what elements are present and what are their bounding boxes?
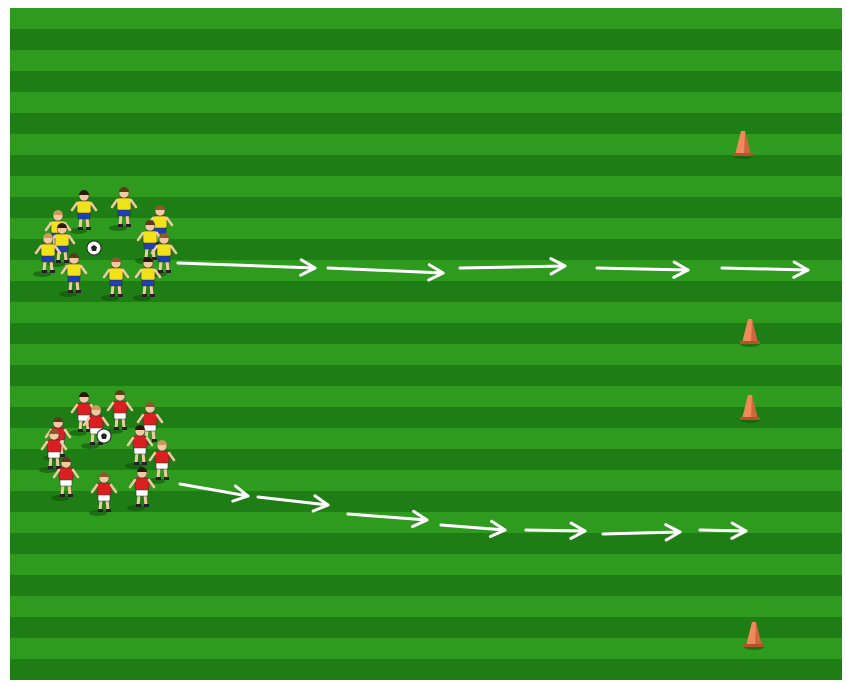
player-shoe (56, 260, 61, 263)
cone-base (744, 644, 764, 647)
player-shoe (114, 427, 119, 430)
grass-stripe (10, 596, 842, 617)
player-shirt (143, 231, 157, 243)
arrow-shaft (700, 530, 746, 531)
player-shoe (86, 227, 91, 230)
player-shirt (67, 264, 81, 276)
player-shoe (78, 227, 83, 230)
player-shirt (47, 440, 61, 452)
grass-stripe (10, 218, 842, 239)
grass-stripe (10, 344, 842, 365)
player-shoe (134, 462, 139, 465)
player-shirt (89, 416, 103, 428)
player-shirt (97, 483, 111, 495)
ball-icon (87, 241, 101, 255)
player-shoe (98, 509, 103, 512)
player-shirt (135, 478, 149, 490)
player-shirt (141, 268, 155, 280)
player-shoe (42, 270, 47, 273)
grass-stripe (10, 386, 842, 407)
player-shirt (59, 468, 73, 480)
arrow-shaft (460, 266, 565, 268)
player-shoe (76, 290, 81, 293)
player-shirt (41, 244, 55, 256)
player-shirt (55, 234, 69, 246)
player-shirt (109, 268, 123, 280)
player-shirt (113, 401, 127, 413)
arrow-shaft (597, 268, 688, 270)
player-shirt (77, 403, 91, 415)
grass-stripe (10, 260, 842, 281)
grass-stripe (10, 302, 842, 323)
player-shirt (117, 198, 131, 210)
player-shoe (164, 477, 169, 480)
grass-stripe (10, 134, 842, 155)
player-shirt (77, 201, 91, 213)
player-shoe (142, 294, 147, 297)
arrow-shaft (526, 530, 585, 531)
player-shoe (118, 224, 123, 227)
player-shirt (157, 244, 171, 256)
player-shoe (68, 290, 73, 293)
player-shirt (155, 451, 169, 463)
player-shoe (60, 454, 65, 457)
player-shoe (48, 466, 53, 469)
player-shoe (106, 509, 111, 512)
grass-stripe (10, 92, 842, 113)
player-shoe (150, 294, 155, 297)
player-shoe (126, 224, 131, 227)
grass-stripe (10, 554, 842, 575)
player-shoe (64, 260, 69, 263)
arrow-shaft (603, 532, 680, 534)
grass-stripe (10, 176, 842, 197)
grass-stripe (10, 50, 842, 71)
player-shoe (142, 462, 147, 465)
player-shirt (133, 436, 147, 448)
player-shoe (144, 504, 149, 507)
player-shoe (68, 494, 73, 497)
player-shoe (158, 270, 163, 273)
player-shoe (90, 442, 95, 445)
player-shoe (50, 270, 55, 273)
player-shoe (60, 494, 65, 497)
arrow-shaft (722, 268, 808, 270)
player-shoe (110, 294, 115, 297)
player-shoe (166, 270, 171, 273)
player-shoe (156, 477, 161, 480)
player-shoe (118, 294, 123, 297)
cone-base (733, 153, 753, 156)
player-shoe (78, 429, 83, 432)
player-shoe (152, 439, 157, 442)
grass-stripe (10, 8, 842, 29)
cone-base (740, 417, 760, 420)
grass-stripe (10, 638, 842, 659)
cone-base (740, 341, 760, 344)
ball-icon (97, 429, 111, 443)
player-shoe (136, 504, 141, 507)
player-shoe (152, 257, 157, 260)
player-shoe (122, 427, 127, 430)
player-shirt (143, 413, 157, 425)
